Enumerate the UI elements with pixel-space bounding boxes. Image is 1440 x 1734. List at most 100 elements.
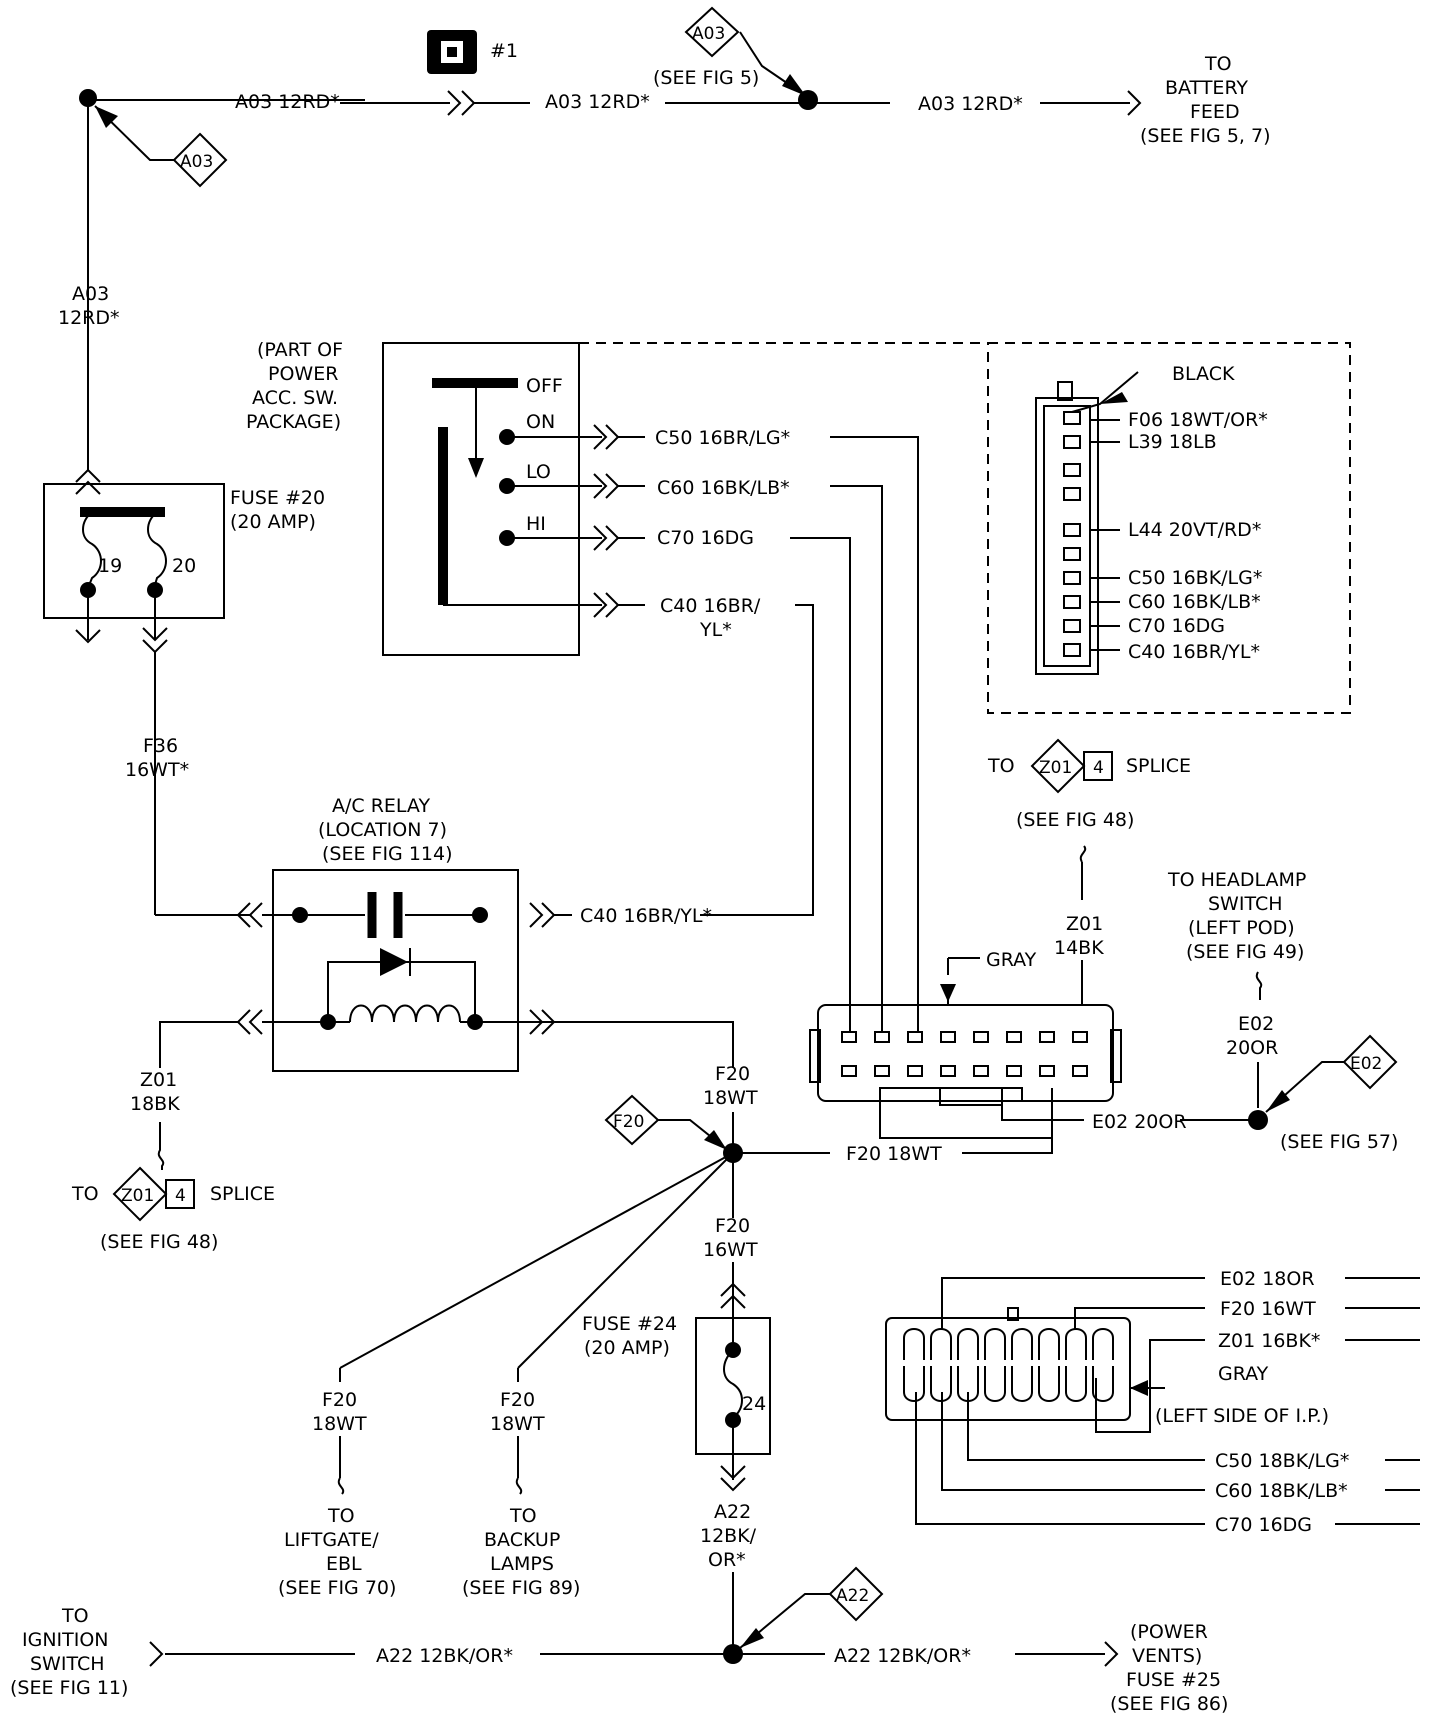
splice-right-see-fig: (SEE FIG 48) <box>1016 809 1134 831</box>
wire-label-c70: C70 16DG <box>657 527 754 549</box>
ip-c50: C50 18BK/LG* <box>1215 1450 1349 1472</box>
headlamp-see-fig: (SEE FIG 49) <box>1186 941 1304 963</box>
connector-pin <box>984 1366 1006 1402</box>
a22-diamond: A22 <box>739 1566 884 1649</box>
ip-gray: GRAY <box>1218 1363 1269 1385</box>
svg-text:E02: E02 <box>1350 1054 1382 1074</box>
connector-pin <box>973 1031 989 1043</box>
gray-label: GRAY <box>986 949 1037 971</box>
vents-see-fig: (SEE FIG 86) <box>1110 1693 1228 1715</box>
black-connector-pins <box>1063 411 1120 657</box>
connector-pin <box>940 1065 956 1077</box>
ip-connector-pins <box>903 1328 1114 1402</box>
ip-c70: C70 16DG <box>1215 1514 1312 1536</box>
see-fig5-label: (SEE FIG 5) <box>653 67 759 89</box>
lamps-label: LAMPS <box>490 1553 554 1575</box>
fuse-20-n20: 20 <box>172 555 196 577</box>
connector-pin <box>1063 571 1081 585</box>
svg-text:A03: A03 <box>692 24 725 44</box>
connector-pin <box>930 1328 952 1360</box>
a03-bus <box>75 31 1142 495</box>
connector-pin <box>957 1328 979 1360</box>
connector-pin <box>984 1328 1006 1360</box>
wire-label-a22-right: A22 12BK/OR* <box>834 1645 971 1667</box>
vents-label: VENTS) <box>1132 1645 1202 1667</box>
splice-left-to: TO <box>71 1183 99 1205</box>
f20-branches <box>337 1152 734 1495</box>
wire-label-z01-1: Z01 <box>140 1069 177 1091</box>
wire-label-a22-1: A22 <box>714 1501 751 1523</box>
battery-label: BATTERY <box>1165 77 1248 99</box>
backup-see-fig: (SEE FIG 89) <box>462 1577 580 1599</box>
liftgate-see-fig: (SEE FIG 70) <box>278 1577 396 1599</box>
a03-diamond-left: A03 <box>172 132 228 188</box>
fuse-20-block <box>43 483 250 916</box>
connector-pin <box>1063 595 1081 609</box>
battery-see-fig: (SEE FIG 5, 7) <box>1140 125 1271 147</box>
wire-label-f20c-1: F20 <box>322 1389 357 1411</box>
liftgate-to: TO <box>327 1505 355 1527</box>
wire-label-z01b-1: Z01 <box>1066 913 1103 935</box>
connector-pin <box>1065 1366 1087 1402</box>
ignition-switch: SWITCH <box>30 1653 105 1675</box>
connector-1-label: #1 <box>490 40 518 62</box>
connector-pin <box>874 1031 890 1043</box>
vents-power: (POWER <box>1130 1621 1208 1643</box>
wire-label-c40-2: YL* <box>699 619 732 641</box>
ignition-see-fig: (SEE FIG 11) <box>10 1677 128 1699</box>
ignition-to: TO <box>61 1605 89 1627</box>
connector-pin <box>930 1366 952 1402</box>
connector-pin <box>841 1031 857 1043</box>
svg-text:A22: A22 <box>836 1586 869 1606</box>
wire-label-e02-2: 20OR <box>1226 1037 1278 1059</box>
connector-pin <box>1038 1328 1060 1360</box>
z01-left-wire <box>157 1122 165 1170</box>
svg-text:Z01: Z01 <box>1039 758 1072 778</box>
splice-left-see-fig: (SEE FIG 48) <box>100 1231 218 1253</box>
headlamp-pod: (LEFT POD) <box>1188 917 1295 939</box>
fuse-24-block <box>695 1262 771 1492</box>
svg-text:Z01: Z01 <box>121 1186 154 1206</box>
switch-off: OFF <box>526 375 563 397</box>
wire-label-a03-3: A03 12RD* <box>918 93 1023 115</box>
a03-diamond-top: A03 <box>684 6 740 58</box>
battery-to: TO <box>1204 53 1232 75</box>
wire-label-e02-horiz: E02 20OR <box>1092 1111 1187 1133</box>
black-pin-4: C50 16BK/LG* <box>1128 567 1262 589</box>
wire-label-c60: C60 16BK/LB* <box>657 477 790 499</box>
wire-label-z01b-2: 14BK <box>1054 937 1104 959</box>
black-pin-3: L44 20VT/RD* <box>1128 519 1261 541</box>
switch-hi: HI <box>526 513 546 535</box>
connector-pin <box>1063 487 1081 501</box>
wire-label-c50: C50 16BR/LG* <box>655 427 790 449</box>
wire-label-a22-3: OR* <box>708 1549 746 1571</box>
power-acc-switch <box>382 342 985 656</box>
connector-pin <box>1038 1366 1060 1402</box>
ac-relay-location: (LOCATION 7) <box>318 819 447 841</box>
fuse-24-label: FUSE #24 <box>582 1313 677 1335</box>
switch-on: ON <box>526 411 555 433</box>
svg-text:F20: F20 <box>613 1112 644 1132</box>
svg-text:4: 4 <box>175 1186 186 1206</box>
fuse-20-n19: 19 <box>98 555 122 577</box>
connector-pin <box>1011 1366 1033 1402</box>
ip-connector <box>885 1277 1420 1525</box>
wire-label-f20a-2: 18WT <box>703 1087 758 1109</box>
ip-e02: E02 18OR <box>1220 1268 1315 1290</box>
wire-label-e02-1: E02 <box>1238 1013 1274 1035</box>
svg-text:A03: A03 <box>180 152 213 172</box>
wire-label-f20c-2: 18WT <box>312 1413 367 1435</box>
backup-label: BACKUP <box>484 1529 560 1551</box>
connector-pin <box>1065 1328 1087 1360</box>
ac-relay <box>159 869 735 1072</box>
splice-left-label: SPLICE <box>210 1183 275 1205</box>
splice-right-to: TO <box>987 755 1015 777</box>
ip-f20: F20 16WT <box>1220 1298 1316 1320</box>
e02-diamond: E02 <box>1265 1034 1398 1113</box>
ignition-label: IGNITION <box>22 1629 109 1651</box>
wire-label-f20d-2: 18WT <box>490 1413 545 1435</box>
connector-pin <box>907 1065 923 1077</box>
connector-pin <box>903 1328 925 1360</box>
gray-connector-pins <box>841 1031 1088 1077</box>
wire-label-c40-relay: C40 16BR/YL* <box>580 905 712 927</box>
